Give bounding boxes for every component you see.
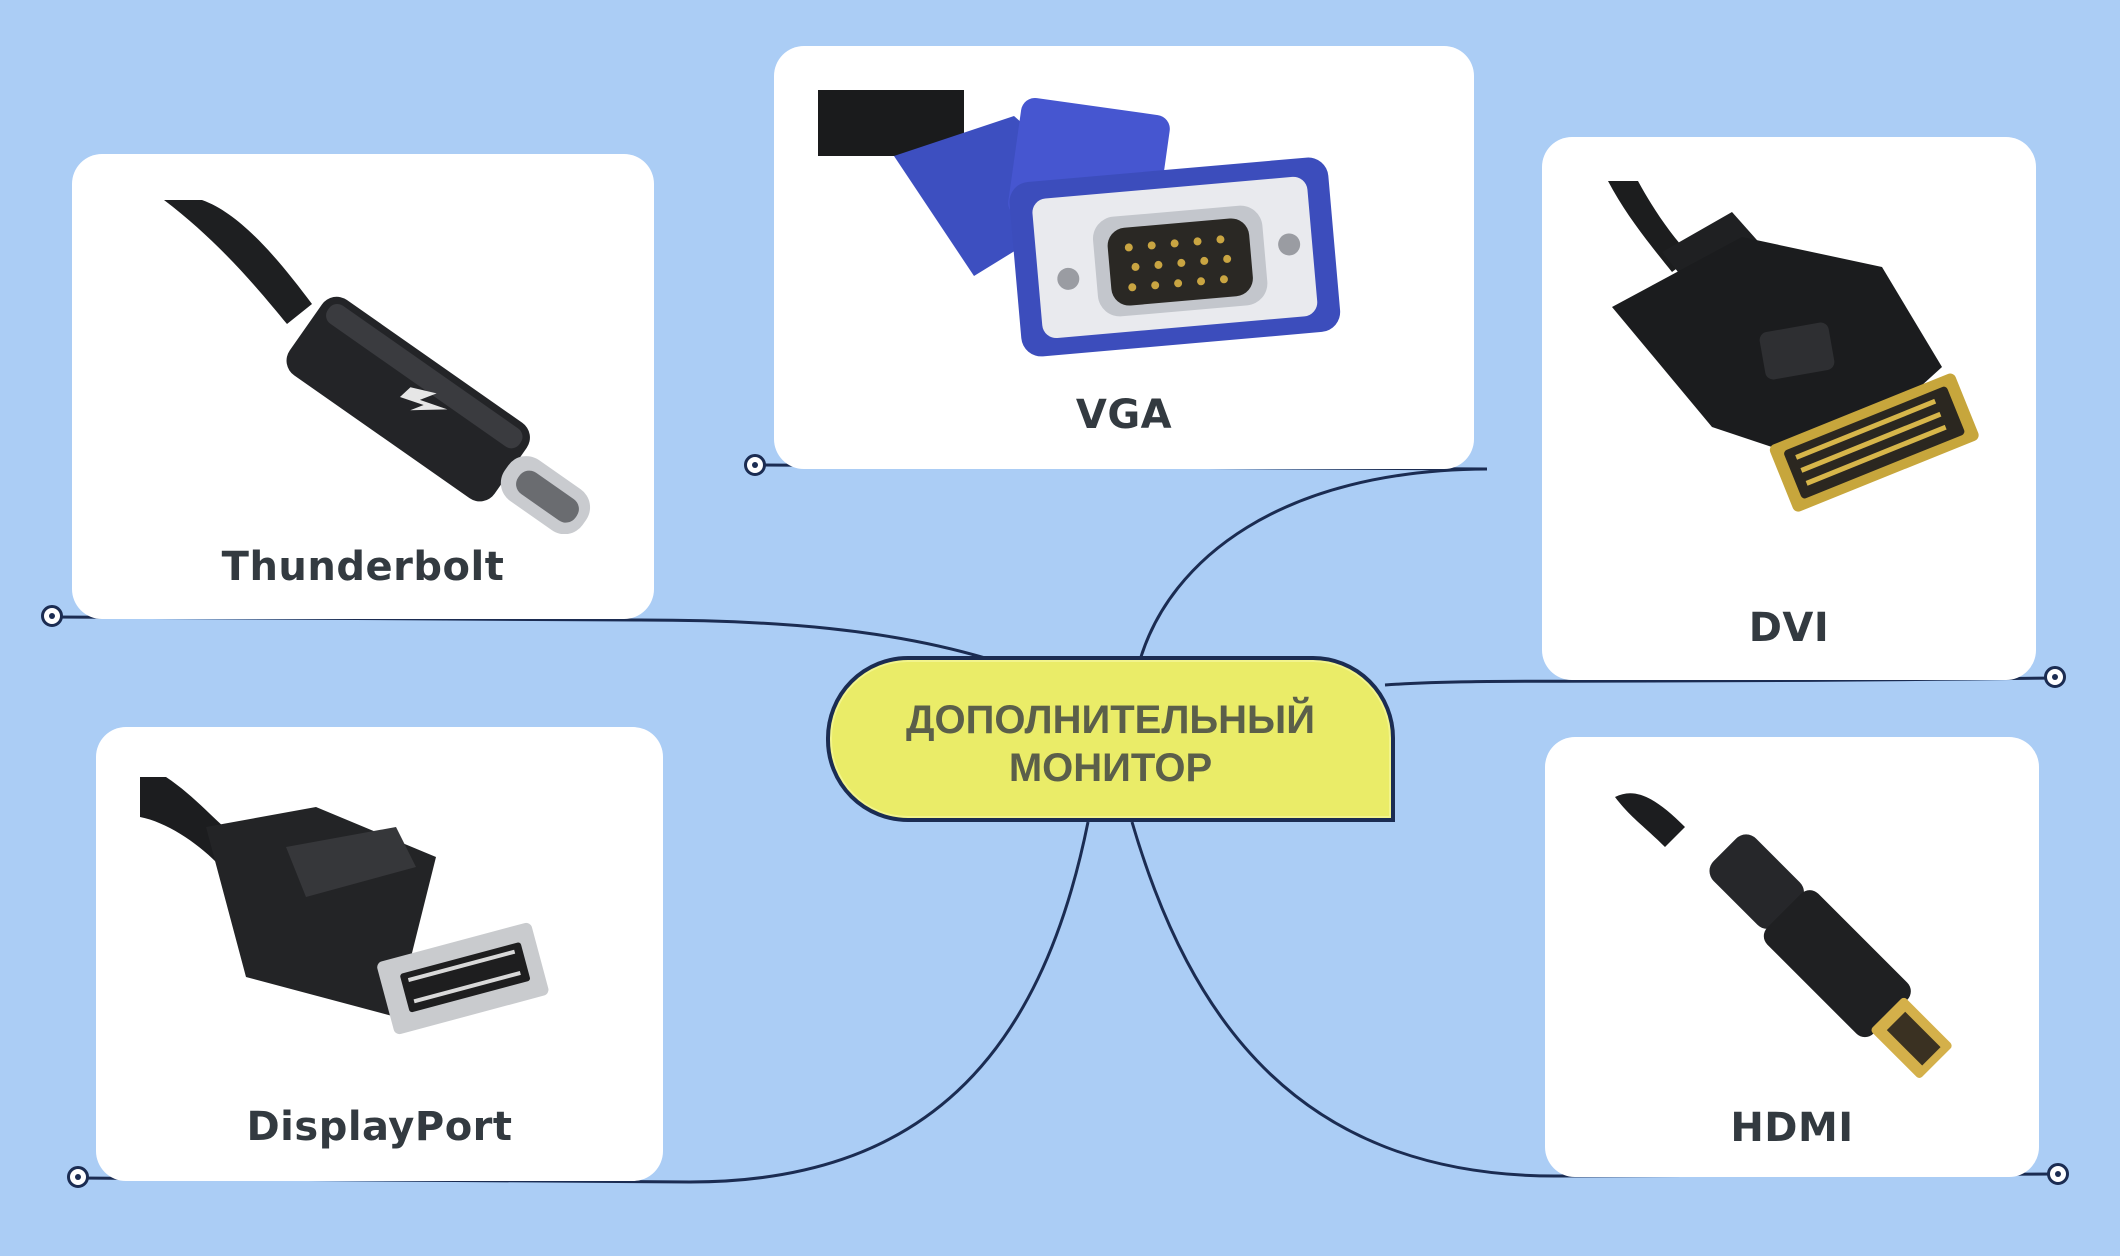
vga-label: VGA <box>1075 392 1173 438</box>
hdmi-label: HDMI <box>1730 1105 1854 1151</box>
link-knob-hdmi[interactable] <box>2047 1163 2069 1185</box>
dvi-card[interactable]: DVI <box>1542 137 2036 680</box>
hdmi-connector-image <box>1615 793 1952 1078</box>
vga-card[interactable]: VGA <box>774 46 1474 469</box>
link-thunderbolt <box>51 615 986 660</box>
thunderbolt-connector-image <box>164 200 591 534</box>
link-hdmi <box>1130 821 2059 1178</box>
link-knob-vga[interactable] <box>744 454 766 476</box>
central-topic-line-1: ДОПОЛНИТЕЛЬНЫЙ <box>906 698 1315 742</box>
link-displayport <box>77 821 1090 1184</box>
thunderbolt-card[interactable]: Thunderbolt <box>72 154 654 619</box>
dvi-label: DVI <box>1748 605 1830 651</box>
vga-connector-image <box>818 90 1341 357</box>
hdmi-card[interactable]: HDMI <box>1545 737 2039 1177</box>
thunderbolt-label: Thunderbolt <box>221 544 505 590</box>
central-topic-title: ДОПОЛНИТЕЛЬНЫЙ МОНИТОР <box>830 696 1391 792</box>
central-topic-node[interactable]: ДОПОЛНИТЕЛЬНЫЙ МОНИТОР <box>826 656 1395 822</box>
displayport-connector-image <box>140 777 549 1035</box>
link-knob-displayport[interactable] <box>67 1166 89 1188</box>
link-knob-thunderbolt[interactable] <box>41 605 63 627</box>
dvi-connector-image <box>1608 181 1979 512</box>
link-vga <box>754 463 1488 661</box>
displayport-card[interactable]: DisplayPort <box>96 727 663 1181</box>
link-knob-dvi[interactable] <box>2044 666 2066 688</box>
displayport-label: DisplayPort <box>246 1104 513 1150</box>
central-topic-line-2: МОНИТОР <box>1008 746 1213 790</box>
